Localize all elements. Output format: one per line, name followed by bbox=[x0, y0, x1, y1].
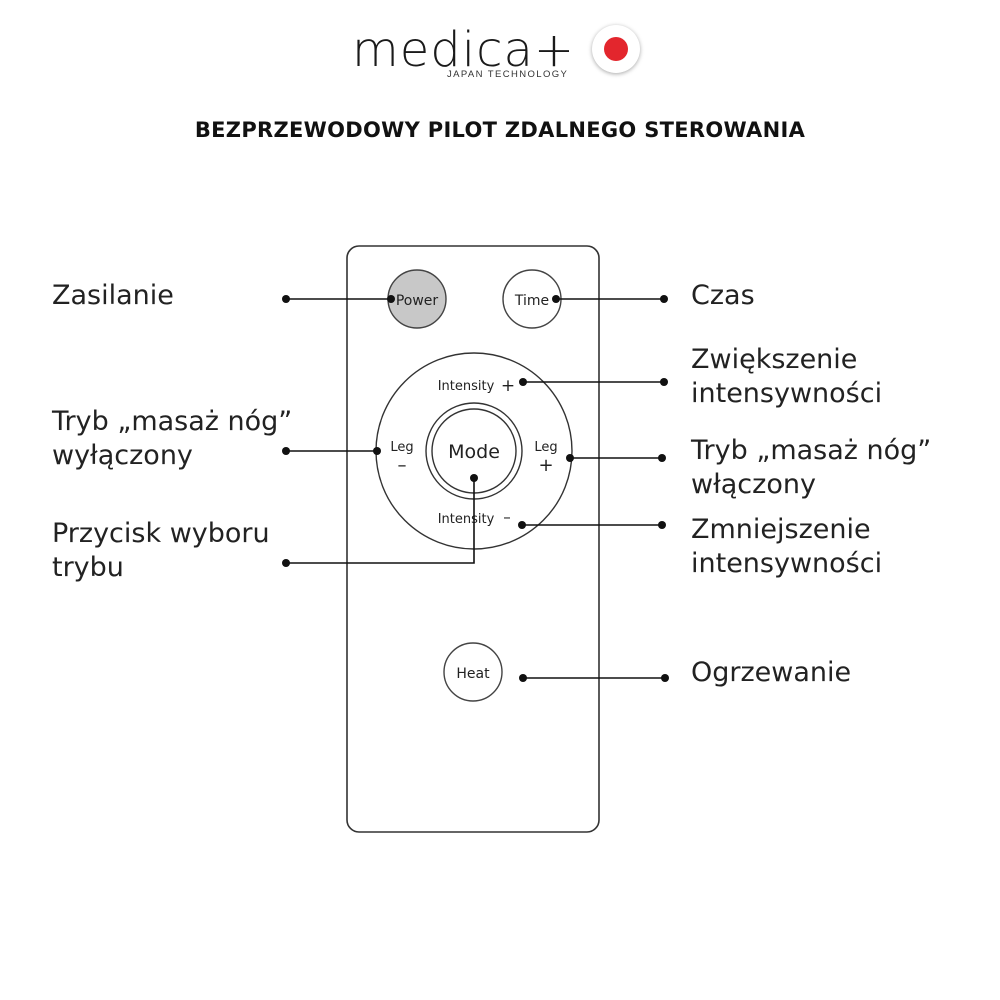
leader-dot bbox=[518, 521, 526, 529]
leg-minus-sign: – bbox=[398, 455, 407, 476]
power-button-label: Power bbox=[396, 293, 439, 309]
brand-name: medica+ bbox=[352, 22, 576, 78]
leader-dot bbox=[519, 674, 527, 682]
leader-line-mode bbox=[286, 478, 475, 564]
leader-dot bbox=[282, 447, 290, 455]
intensity-minus-sign: – bbox=[503, 508, 511, 526]
label-intensity-up: Zwiększenie intensywności bbox=[691, 344, 883, 409]
label-time: Czas bbox=[691, 280, 755, 311]
leader-dot bbox=[387, 295, 395, 303]
label-heat: Ogrzewanie bbox=[691, 657, 852, 688]
leg-minus-button[interactable]: Leg bbox=[390, 440, 413, 455]
leader-dot bbox=[661, 674, 669, 682]
leader-dot bbox=[658, 454, 666, 462]
time-button-label: Time bbox=[514, 293, 549, 309]
label-power: Zasilanie bbox=[52, 280, 174, 311]
brand-logo: medica+ JAPAN TECHNOLOGY bbox=[352, 20, 652, 90]
label-leg-off: Tryb „masaż nóg” wyłączony bbox=[52, 406, 293, 471]
label-leg-on: Tryb „masaż nóg” włączony bbox=[691, 435, 932, 500]
leader-dot bbox=[282, 559, 290, 567]
brand-tagline: JAPAN TECHNOLOGY bbox=[447, 69, 569, 80]
page-title: BEZPRZEWODOWY PILOT ZDALNEGO STEROWANIA bbox=[194, 118, 806, 142]
label-intensity-down: Zmniejszenie intensywności bbox=[691, 514, 883, 579]
red-dot-icon bbox=[592, 25, 640, 73]
intensity-plus-sign: + bbox=[501, 376, 515, 396]
leg-plus-sign: + bbox=[538, 455, 553, 476]
leg-plus-button[interactable]: Leg bbox=[534, 440, 557, 455]
leader-dot bbox=[282, 295, 290, 303]
leader-dot bbox=[552, 295, 560, 303]
mode-button-label: Mode bbox=[448, 441, 500, 463]
leader-dot bbox=[373, 447, 381, 455]
leader-dot bbox=[470, 474, 478, 482]
heat-button[interactable] bbox=[443, 642, 503, 702]
leader-dot bbox=[519, 378, 527, 386]
intensity-plus-button[interactable]: Intensity bbox=[438, 379, 495, 394]
heat-button-label: Heat bbox=[456, 666, 490, 682]
leader-dot bbox=[660, 378, 668, 386]
leader-dot bbox=[658, 521, 666, 529]
leader-dot bbox=[566, 454, 574, 462]
leader-dot bbox=[660, 295, 668, 303]
label-mode: Przycisk wyboru trybu bbox=[52, 518, 270, 583]
intensity-minus-button[interactable]: Intensity bbox=[438, 512, 495, 527]
